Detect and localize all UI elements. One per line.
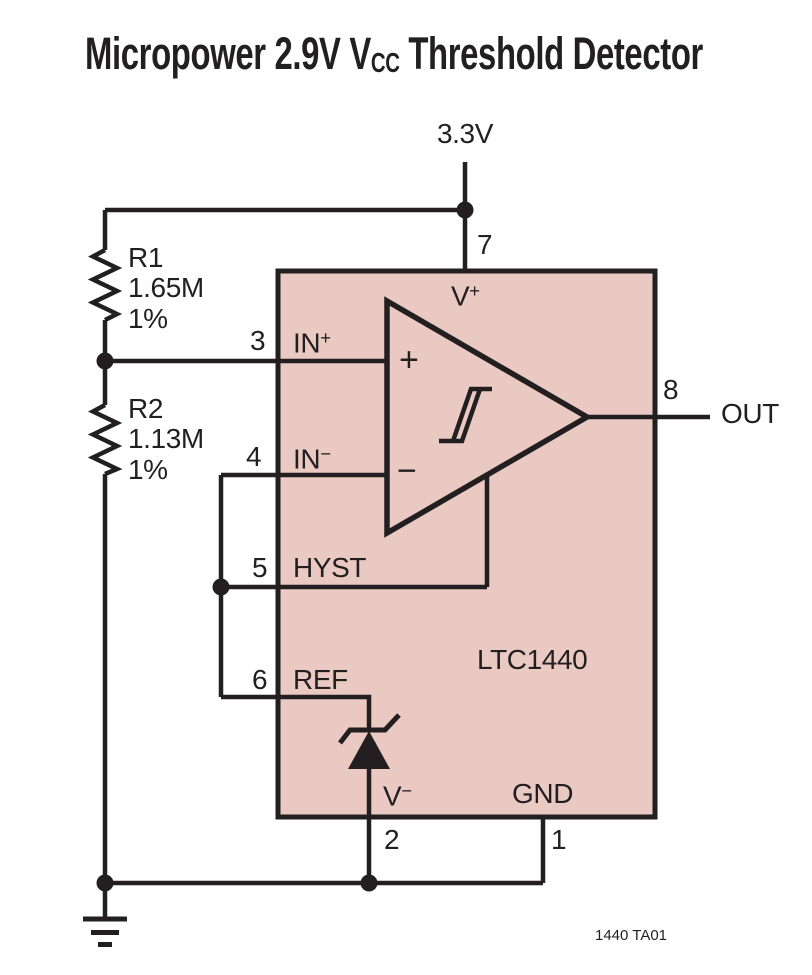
junction-dot-hyst — [212, 578, 230, 596]
r2-tolerance: 1% — [128, 454, 168, 485]
ic-body — [275, 268, 658, 820]
pin-label-in-minus: IN− — [293, 442, 331, 474]
output-label: OUT — [721, 398, 779, 429]
pin-label-vminus: V− — [383, 779, 412, 811]
pin-number-7: 7 — [477, 229, 493, 260]
r2-value: 1.13M — [128, 423, 204, 454]
pin-label-ref: REF — [293, 664, 348, 695]
pin-number-8: 8 — [663, 374, 679, 405]
pin-label-vplus: V+ — [451, 279, 480, 311]
pin-number-5: 5 — [252, 552, 268, 583]
junction-dot-divider — [96, 352, 114, 370]
in-minus-sup: − — [320, 443, 331, 465]
r2-designator: R2 — [128, 393, 163, 424]
r1-designator: R1 — [128, 242, 163, 273]
in-plus-base: IN — [293, 327, 321, 359]
comparator-plus-sign: + — [399, 341, 419, 379]
vminus-sup: − — [401, 780, 413, 802]
wire-ref — [221, 694, 372, 728]
pin-label-gnd: GND — [512, 778, 574, 809]
comparator-triangle — [384, 296, 593, 538]
resistor-r1-symbol — [87, 248, 123, 323]
comparator-minus-sign: − — [397, 452, 417, 490]
pin-label-hyst: HYST — [293, 552, 367, 583]
title-suffix: Threshold Detector — [399, 28, 703, 79]
supply-voltage-label: 3.3V — [437, 118, 493, 149]
vplus-sup: + — [469, 280, 481, 302]
pin-number-3: 3 — [250, 325, 266, 356]
junction-dot-vminus — [360, 874, 378, 892]
r1-tolerance: 1% — [128, 303, 168, 334]
junction-dot-ground — [96, 874, 114, 892]
zener-anode-triangle — [348, 731, 390, 769]
filled-shapes — [96, 201, 474, 892]
pin-number-1: 1 — [551, 824, 567, 855]
ic-part-number: LTC1440 — [477, 644, 588, 675]
hysteresis-icon — [439, 386, 492, 444]
stroke-group — [83, 162, 710, 947]
in-plus-sup: + — [320, 327, 331, 349]
page-title: Micropower 2.9V VCC Threshold Detector — [85, 28, 703, 80]
pin-number-4: 4 — [246, 441, 262, 472]
figure-reference: 1440 TA01 — [595, 927, 668, 944]
vplus-base: V — [451, 280, 470, 312]
title-subscript: CC — [370, 47, 400, 79]
resistor-r2-symbol — [87, 403, 123, 477]
in-minus-base: IN — [293, 443, 321, 475]
vminus-base: V — [383, 780, 402, 812]
pin-number-6: 6 — [252, 664, 268, 695]
pin-number-2: 2 — [384, 824, 400, 855]
r1-value: 1.65M — [128, 272, 204, 303]
title-prefix: Micropower 2.9V V — [85, 28, 371, 79]
ground-icon — [83, 916, 127, 947]
pin-label-in-plus: IN+ — [293, 326, 331, 358]
zener-cathode-bar — [338, 713, 401, 745]
junction-dot-supply — [456, 201, 474, 219]
